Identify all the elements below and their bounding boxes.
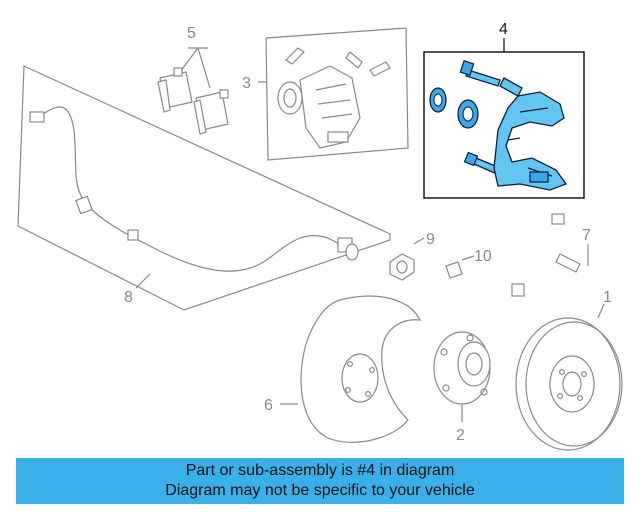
callout-3[interactable]: 3 <box>242 75 251 92</box>
callout-1[interactable]: 1 <box>603 289 612 306</box>
caliper-illustration <box>277 47 391 149</box>
brake-pads-illustration[interactable] <box>157 47 229 135</box>
callout-6[interactable]: 6 <box>264 397 273 414</box>
callout-9[interactable]: 9 <box>426 231 435 248</box>
caliper-support-illustration <box>429 59 568 191</box>
caliper-box[interactable] <box>258 27 409 161</box>
callout-4[interactable]: 4 <box>499 21 508 38</box>
abs-sensor-illustration <box>29 106 359 272</box>
nut-illustration[interactable] <box>389 237 425 281</box>
callout-5[interactable]: 5 <box>187 25 196 42</box>
clip-illustration[interactable] <box>445 255 475 279</box>
rotor-illustration[interactable] <box>515 303 623 451</box>
abs-sensor-panel[interactable] <box>17 65 391 311</box>
dust-shield-illustration[interactable] <box>280 295 422 443</box>
diagram-caption-banner: Part or sub-assembly is #4 in diagram Di… <box>16 458 624 504</box>
hub-illustration[interactable] <box>433 331 491 422</box>
callout-10[interactable]: 10 <box>474 248 492 265</box>
callout-2[interactable]: 2 <box>456 427 465 444</box>
callout-8[interactable]: 8 <box>124 289 133 306</box>
callout-7[interactable]: 7 <box>582 227 591 244</box>
brake-hose-illustration[interactable] <box>511 213 589 297</box>
caliper-support-assembly[interactable] <box>423 38 585 199</box>
caption-line-1: Part or sub-assembly is #4 in diagram <box>185 462 455 479</box>
caption-line-2: Diagram may not be specific to your vehi… <box>165 482 475 499</box>
parts-diagram: 5 3 <box>17 21 623 451</box>
